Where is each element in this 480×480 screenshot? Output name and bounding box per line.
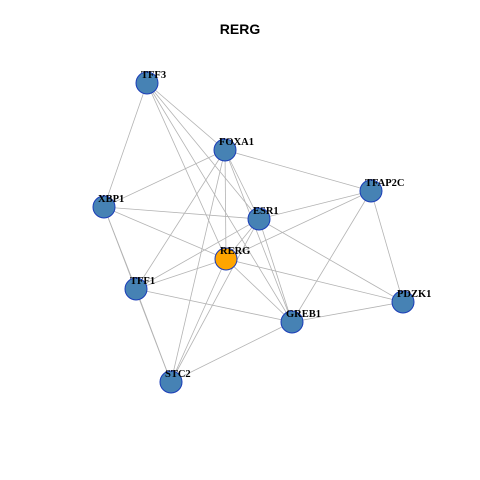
- edge-foxa1-greb1: [224, 149, 293, 323]
- edge-greb1-pdzk1: [291, 301, 404, 323]
- edge-xbp1-rerg: [103, 206, 227, 260]
- edge-tff1-stc2: [135, 288, 172, 383]
- node-label-tff1: TFF1: [130, 276, 155, 287]
- edge-esr1-tff1: [135, 218, 260, 290]
- edge-rerg-pdzk1: [225, 258, 404, 303]
- node-foxa1[interactable]: [213, 138, 237, 162]
- node-esr1[interactable]: [247, 207, 271, 231]
- node-label-rerg: RERG: [220, 246, 250, 257]
- edge-tfap2c-rerg: [225, 190, 372, 260]
- edge-tff3-rerg: [146, 82, 227, 260]
- edge-tfap2c-esr1: [258, 190, 372, 220]
- edge-esr1-pdzk1: [258, 218, 404, 303]
- node-label-stc2: STC2: [165, 369, 191, 380]
- edge-esr1-stc2: [170, 218, 260, 383]
- edge-rerg-stc2: [170, 258, 227, 383]
- node-tff1[interactable]: [124, 277, 148, 301]
- edge-esr1-greb1: [258, 218, 293, 323]
- edge-foxa1-esr1: [224, 149, 260, 220]
- edge-foxa1-stc2: [170, 149, 226, 383]
- node-label-greb1: GREB1: [286, 309, 321, 320]
- edge-tff3-xbp1: [103, 82, 148, 208]
- edge-rerg-tff1: [135, 258, 227, 290]
- edge-tff1-greb1: [135, 288, 293, 323]
- edge-foxa1-tfap2c: [224, 149, 372, 192]
- nodes-layer: [92, 71, 415, 394]
- edges-layer: [103, 82, 404, 383]
- node-stc2[interactable]: [159, 370, 183, 394]
- node-tff3[interactable]: [135, 71, 159, 95]
- edge-foxa1-tff1: [135, 149, 226, 290]
- edge-tff3-esr1: [146, 82, 260, 220]
- edge-greb1-stc2: [170, 321, 293, 383]
- edge-foxa1-xbp1: [103, 149, 226, 208]
- node-pdzk1[interactable]: [391, 290, 415, 314]
- edge-xbp1-esr1: [103, 206, 260, 220]
- node-label-tfap2c: TFAP2C: [365, 178, 404, 189]
- node-greb1[interactable]: [280, 310, 304, 334]
- node-label-pdzk1: PDZK1: [397, 289, 431, 300]
- edge-foxa1-rerg: [224, 149, 227, 260]
- node-xbp1[interactable]: [92, 195, 116, 219]
- node-tfap2c[interactable]: [359, 179, 383, 203]
- node-label-foxa1: FOXA1: [219, 137, 254, 148]
- edge-tff3-greb1: [146, 82, 293, 323]
- node-label-xbp1: XBP1: [98, 194, 124, 205]
- edge-tfap2c-pdzk1: [370, 190, 404, 303]
- edge-tfap2c-greb1: [291, 190, 372, 323]
- edge-tff3-foxa1: [146, 82, 226, 151]
- node-label-esr1: ESR1: [253, 206, 279, 217]
- plot-title: RERG: [219, 21, 261, 37]
- node-rerg[interactable]: [214, 247, 238, 271]
- node-label-tff3: TFF3: [141, 70, 166, 81]
- edge-rerg-greb1: [225, 258, 293, 323]
